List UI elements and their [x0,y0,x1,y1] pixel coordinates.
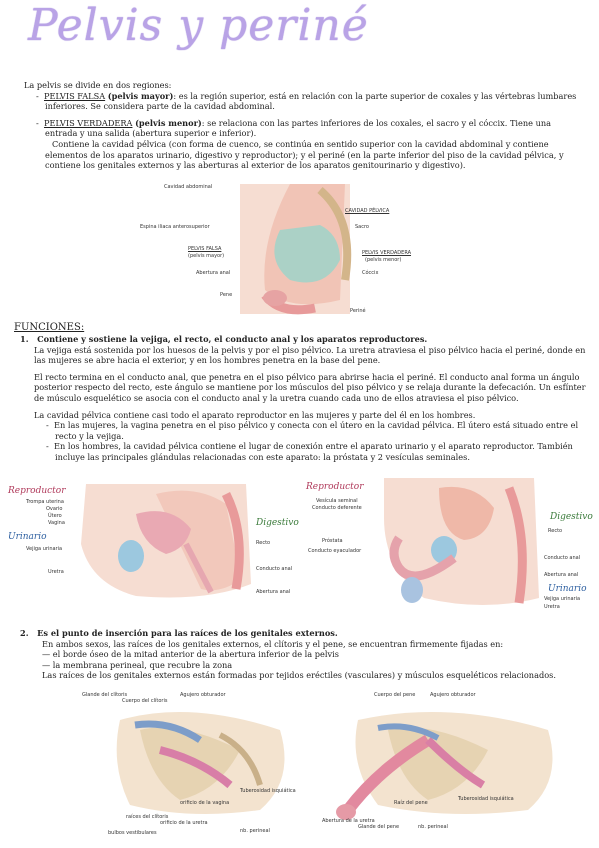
cat-digestivo: Digestivo [256,518,299,528]
lbl-conducto-anal: Conducto anal [256,566,293,572]
lbl-vejiga-m: Vejiga urinaria [544,596,581,602]
lbl-uretra-m: Uretra [544,604,560,610]
cat-digestivo-m: Digestivo [550,512,593,522]
page-title: Pelvis y periné [28,0,369,51]
funcion-1-title: 1. Contiene y sostiene la vejiga, el rec… [20,334,428,344]
female-illustration [81,484,251,598]
lbl-prostata: Próstata [322,538,343,544]
lbl-conducto-eyaculador: Conducto eyaculador [308,548,362,554]
lbl-pelvis-mayor: (pelvis mayor) [188,253,225,259]
pelvis-verdadera-name: PELVIS VERDADERA [43,117,133,128]
clitoris-illustration [116,712,285,814]
funcion-2-section: 2. Es el punto de inserción para las raí… [20,628,594,681]
lbl-cuerpo-p: Cuerpo del pene [374,692,416,698]
lbl-cavidad-pelvica: CAVIDAD PÉLVICA [345,208,390,214]
lbl-espina: Espina iliaca anterosuperior [140,224,210,230]
lbl-raices-c: raíces del clítoris [126,814,169,820]
pelvis-illustration [240,184,352,315]
lbl-nb-p: nb. perineal [418,824,448,830]
lbl-tuberosidad-p: Tuberosidad isquiática [458,796,514,802]
lbl-tuberosidad-c: Tuberosidad isquiática [240,788,296,794]
lbl-orificio-uretra: orificio de la uretra [160,820,208,826]
lbl-abertura-anal: Abertura anal [196,270,231,276]
lbl-perine: Periné [350,308,366,314]
clitoris-figure: Glande del clítoris Cuerpo del clítoris … [80,690,302,840]
lbl-vejiga: Vejiga urinaria [26,546,63,552]
lbl-glande-c: Glande del clítoris [82,692,128,698]
lbl-uretra: Uretra [48,569,64,575]
lbl-vesicula: Vesícula seminal [316,498,358,504]
lbl-abertura-uretra-p: Abertura de la uretra [322,818,375,824]
penis-illustration [336,712,553,820]
lbl-coccix: Cóccix [362,270,379,276]
female-pelvis-figure: Reproductor Trompa uterina Ovario Útero … [6,484,302,602]
lbl-nb-c: nb. perineal [240,828,270,834]
lbl-cavidad-abdominal: Cavidad abdominal [164,184,213,190]
funcion-2-title: 2. Es el punto de inserción para las raí… [20,628,338,638]
lbl-trompa: Trompa uterina [26,499,64,505]
pelvis-falsa-name: PELVIS FALSA [43,90,106,101]
lbl-vagina: Vagina [48,520,65,526]
lbl-utero: Útero [48,513,62,519]
lbl-agujero-p: Agujero obturador [430,692,476,698]
cat-reproductor: Reproductor [8,486,66,496]
lbl-raiz-p: Raíz del pene [394,800,428,806]
lbl-sacro: Sacro [355,224,369,230]
lbl-recto: Recto [256,540,271,546]
funciones-heading: FUNCIONES: [14,322,85,333]
lbl-pelvis-menor: (pelvis menor) [365,257,402,263]
cat-reproductor-m: Reproductor [306,482,364,492]
penis-figure: Cuerpo del pene Agujero obturador Tubero… [318,690,588,840]
lbl-pelvis-falsa: PELVIS FALSA [188,246,222,252]
lbl-bulbos: bulbos vestibulares [108,830,157,836]
pelvis-verdadera-item: - PELVIS VERDADERA (pelvis menor): se re… [36,117,564,171]
cat-urinario-m: Urinario [548,584,587,594]
cat-urinario: Urinario [8,532,47,542]
pelvis-figure: Cavidad abdominal Espina iliaca anterosu… [140,180,460,318]
male-illustration [384,478,539,605]
lbl-recto-m: Recto [548,528,563,534]
male-pelvis-figure: Reproductor Vesícula seminal Conducto de… [304,478,596,614]
lbl-orificio-vagina: orificio de la vagina [180,800,230,806]
lbl-abertura-anal-m: Abertura anal [544,572,579,578]
intro-section: La pelvis se divide en dos regiones: - P… [24,80,594,171]
lbl-abertura-anal-f: Abertura anal [256,589,291,595]
lbl-ovario: Ovario [46,506,63,512]
lbl-cuerpo-c: Cuerpo del clítoris [122,698,168,704]
funcion-1-body: La vejiga está sostenida por los huesos … [34,344,586,462]
lbl-pelvis-verdadera: PELVIS VERDADERA [362,250,412,256]
lbl-glande-p: Glande del pene [358,824,400,830]
lbl-agujero-c: Agujero obturador [180,692,226,698]
lbl-conducto-anal-m: Conducto anal [544,555,581,561]
intro-lead: La pelvis se divide en dos regiones: [24,80,172,90]
lbl-conducto-deferente: Conducto deferente [312,505,362,511]
lbl-pene: Pene [220,292,233,298]
funciones-section: FUNCIONES: 1. Contiene y sostiene la vej… [14,322,594,463]
pelvis-falsa-item: - PELVIS FALSA (pelvis mayor): es la reg… [36,90,577,112]
